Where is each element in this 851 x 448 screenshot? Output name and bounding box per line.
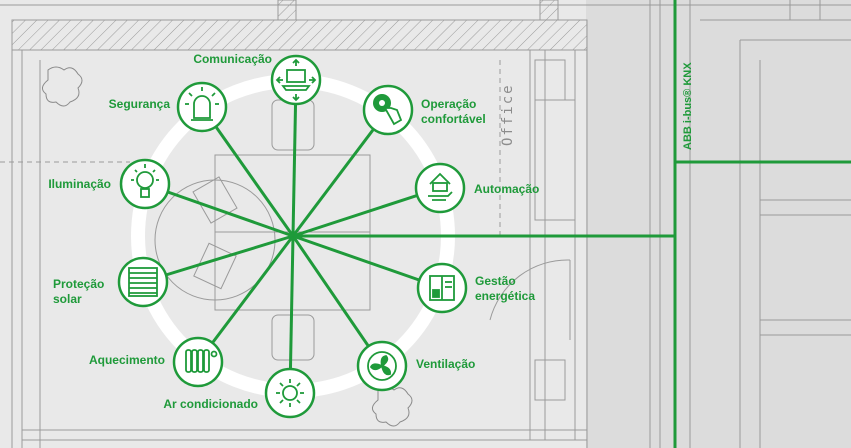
label-gestao-line1: Gestão: [475, 274, 516, 288]
node-comunicacao[interactable]: [270, 54, 322, 106]
fan-icon: [367, 351, 397, 381]
spokes: [142, 79, 443, 394]
room-label: Office: [500, 83, 516, 146]
label-iluminacao: Iluminação: [48, 177, 111, 191]
label-ventilacao: Ventilação: [416, 357, 475, 371]
label-comunicacao: Comunicação: [193, 52, 272, 66]
label-seguranca: Segurança: [109, 97, 171, 111]
label-operacao-line2: confortável: [421, 112, 486, 126]
node-seguranca[interactable]: [176, 81, 228, 133]
energy-meter-icon: [429, 275, 455, 301]
radiator-icon: [185, 349, 218, 373]
label-operacao-line1: Operação: [421, 97, 476, 111]
node-iluminacao[interactable]: [119, 158, 171, 210]
bus-label: ABB i-bus® KNX: [682, 62, 694, 150]
label-protecao-line2: solar: [53, 292, 82, 306]
house-hand-icon: [428, 172, 453, 201]
blinds-icon: [128, 267, 158, 297]
node-automacao[interactable]: [414, 162, 466, 214]
node-ventilacao[interactable]: [356, 340, 408, 392]
node-protecao[interactable]: [117, 256, 169, 308]
node-operacao[interactable]: [362, 84, 414, 136]
laptop-icon: [275, 58, 317, 102]
label-protecao-line1: Proteção: [53, 277, 104, 291]
touch-hand-icon: [373, 94, 403, 126]
label-gestao-line2: energética: [475, 289, 535, 303]
light-bulb-icon: [131, 164, 159, 198]
label-aquecimento: Aquecimento: [89, 353, 165, 367]
node-aquecimento[interactable]: [172, 336, 224, 388]
node-ar[interactable]: [264, 367, 316, 419]
node-gestao[interactable]: [416, 262, 468, 314]
label-ar: Ar condicionado: [163, 397, 258, 411]
snowflake-sun-icon: [276, 379, 304, 407]
label-automacao: Automação: [474, 182, 539, 196]
knx-bus-lines: [293, 0, 851, 448]
alarm-light-icon: [185, 87, 219, 121]
